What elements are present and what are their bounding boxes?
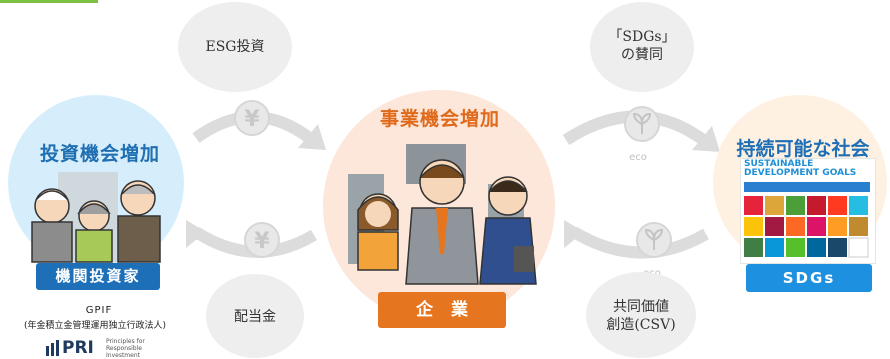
sdg-goal-tile [828,217,847,236]
eco-icon-bottom-right: eco [636,222,672,279]
bubble-csv-line2: 創造(CSV) [606,317,676,333]
investor-label: 機関投資家 [36,263,160,290]
sdgs-logo-text: SUSTAINABLE DEVELOPMENT GOALS [744,159,857,178]
bubble-esg-investment: ESG投資 [178,2,292,92]
pri-logo-icon [46,340,59,356]
bubble-sdgs-line2: の賛同 [621,47,663,63]
company-title: 事業機会増加 [379,108,500,130]
coin-icon-top-left: ¥ [234,100,270,136]
sdg-goal-tile [744,217,763,236]
investors-illustration [31,172,161,263]
bubble-csv: 共同価値 創造(CSV) [586,272,696,358]
company-label: 企業 [378,292,506,328]
sdgs-title: 持続可能な社会 [736,138,870,160]
arrowhead-sdgs-support [692,126,720,152]
bubble-esg-text: ESG投資 [205,39,265,55]
bubble-sdgs-line1: 「SDGs」 [608,29,676,45]
sdg-goal-tile [765,196,784,215]
sdg-goal-tile [786,196,805,215]
svg-text:¥: ¥ [244,107,260,132]
sdgs-goal-tiles [744,196,869,258]
gpif-label: GPIF [85,305,113,316]
sdg-goal-tile [744,196,763,215]
sdgs-banner [744,182,870,192]
sdg-goal-tile [765,217,784,236]
business-people-illustration [348,144,537,285]
bubble-sdgs-support: 「SDGs」 の賛同 [590,2,694,92]
svg-text:¥: ¥ [254,229,270,254]
bubble-dividend-text: 配当金 [234,309,276,325]
sdg-goal-tile [807,238,826,257]
sdg-goal-tile [828,238,847,257]
investor-title: 投資機会増加 [39,143,160,165]
svg-text:eco: eco [629,152,647,163]
sdg-goal-tile [744,238,763,257]
sdg-goal-tile [786,217,805,236]
pri-logo-text: PRI [62,338,94,358]
sdg-goal-tile [828,196,847,215]
top-accent-bar [0,0,98,3]
bubble-csv-line1: 共同価値 [613,299,669,315]
sdg-goal-tile [849,217,868,236]
sdg-goal-tile [786,238,805,257]
sdg-goal-tile [807,217,826,236]
bubble-dividend: 配当金 [206,274,304,358]
sdg-goal-tile [848,237,869,258]
arrowhead-csv [564,220,584,248]
gpif-full-name: (年金積立金管理運用独立行政法人) [23,321,167,331]
arrowhead-esg [298,124,326,150]
arrow-csv [570,226,709,259]
sdg-goal-tile [807,196,826,215]
sdgs-label: SDGs [746,264,872,292]
sdg-goal-tile [765,238,784,257]
sdg-goal-tile [849,196,868,215]
pri-logo-subtext: Principles for Responsible Investment [106,338,145,359]
coin-icon-bottom-left: ¥ [244,222,280,258]
arrowhead-dividend [186,220,206,248]
eco-icon-top-right: eco [624,106,660,163]
